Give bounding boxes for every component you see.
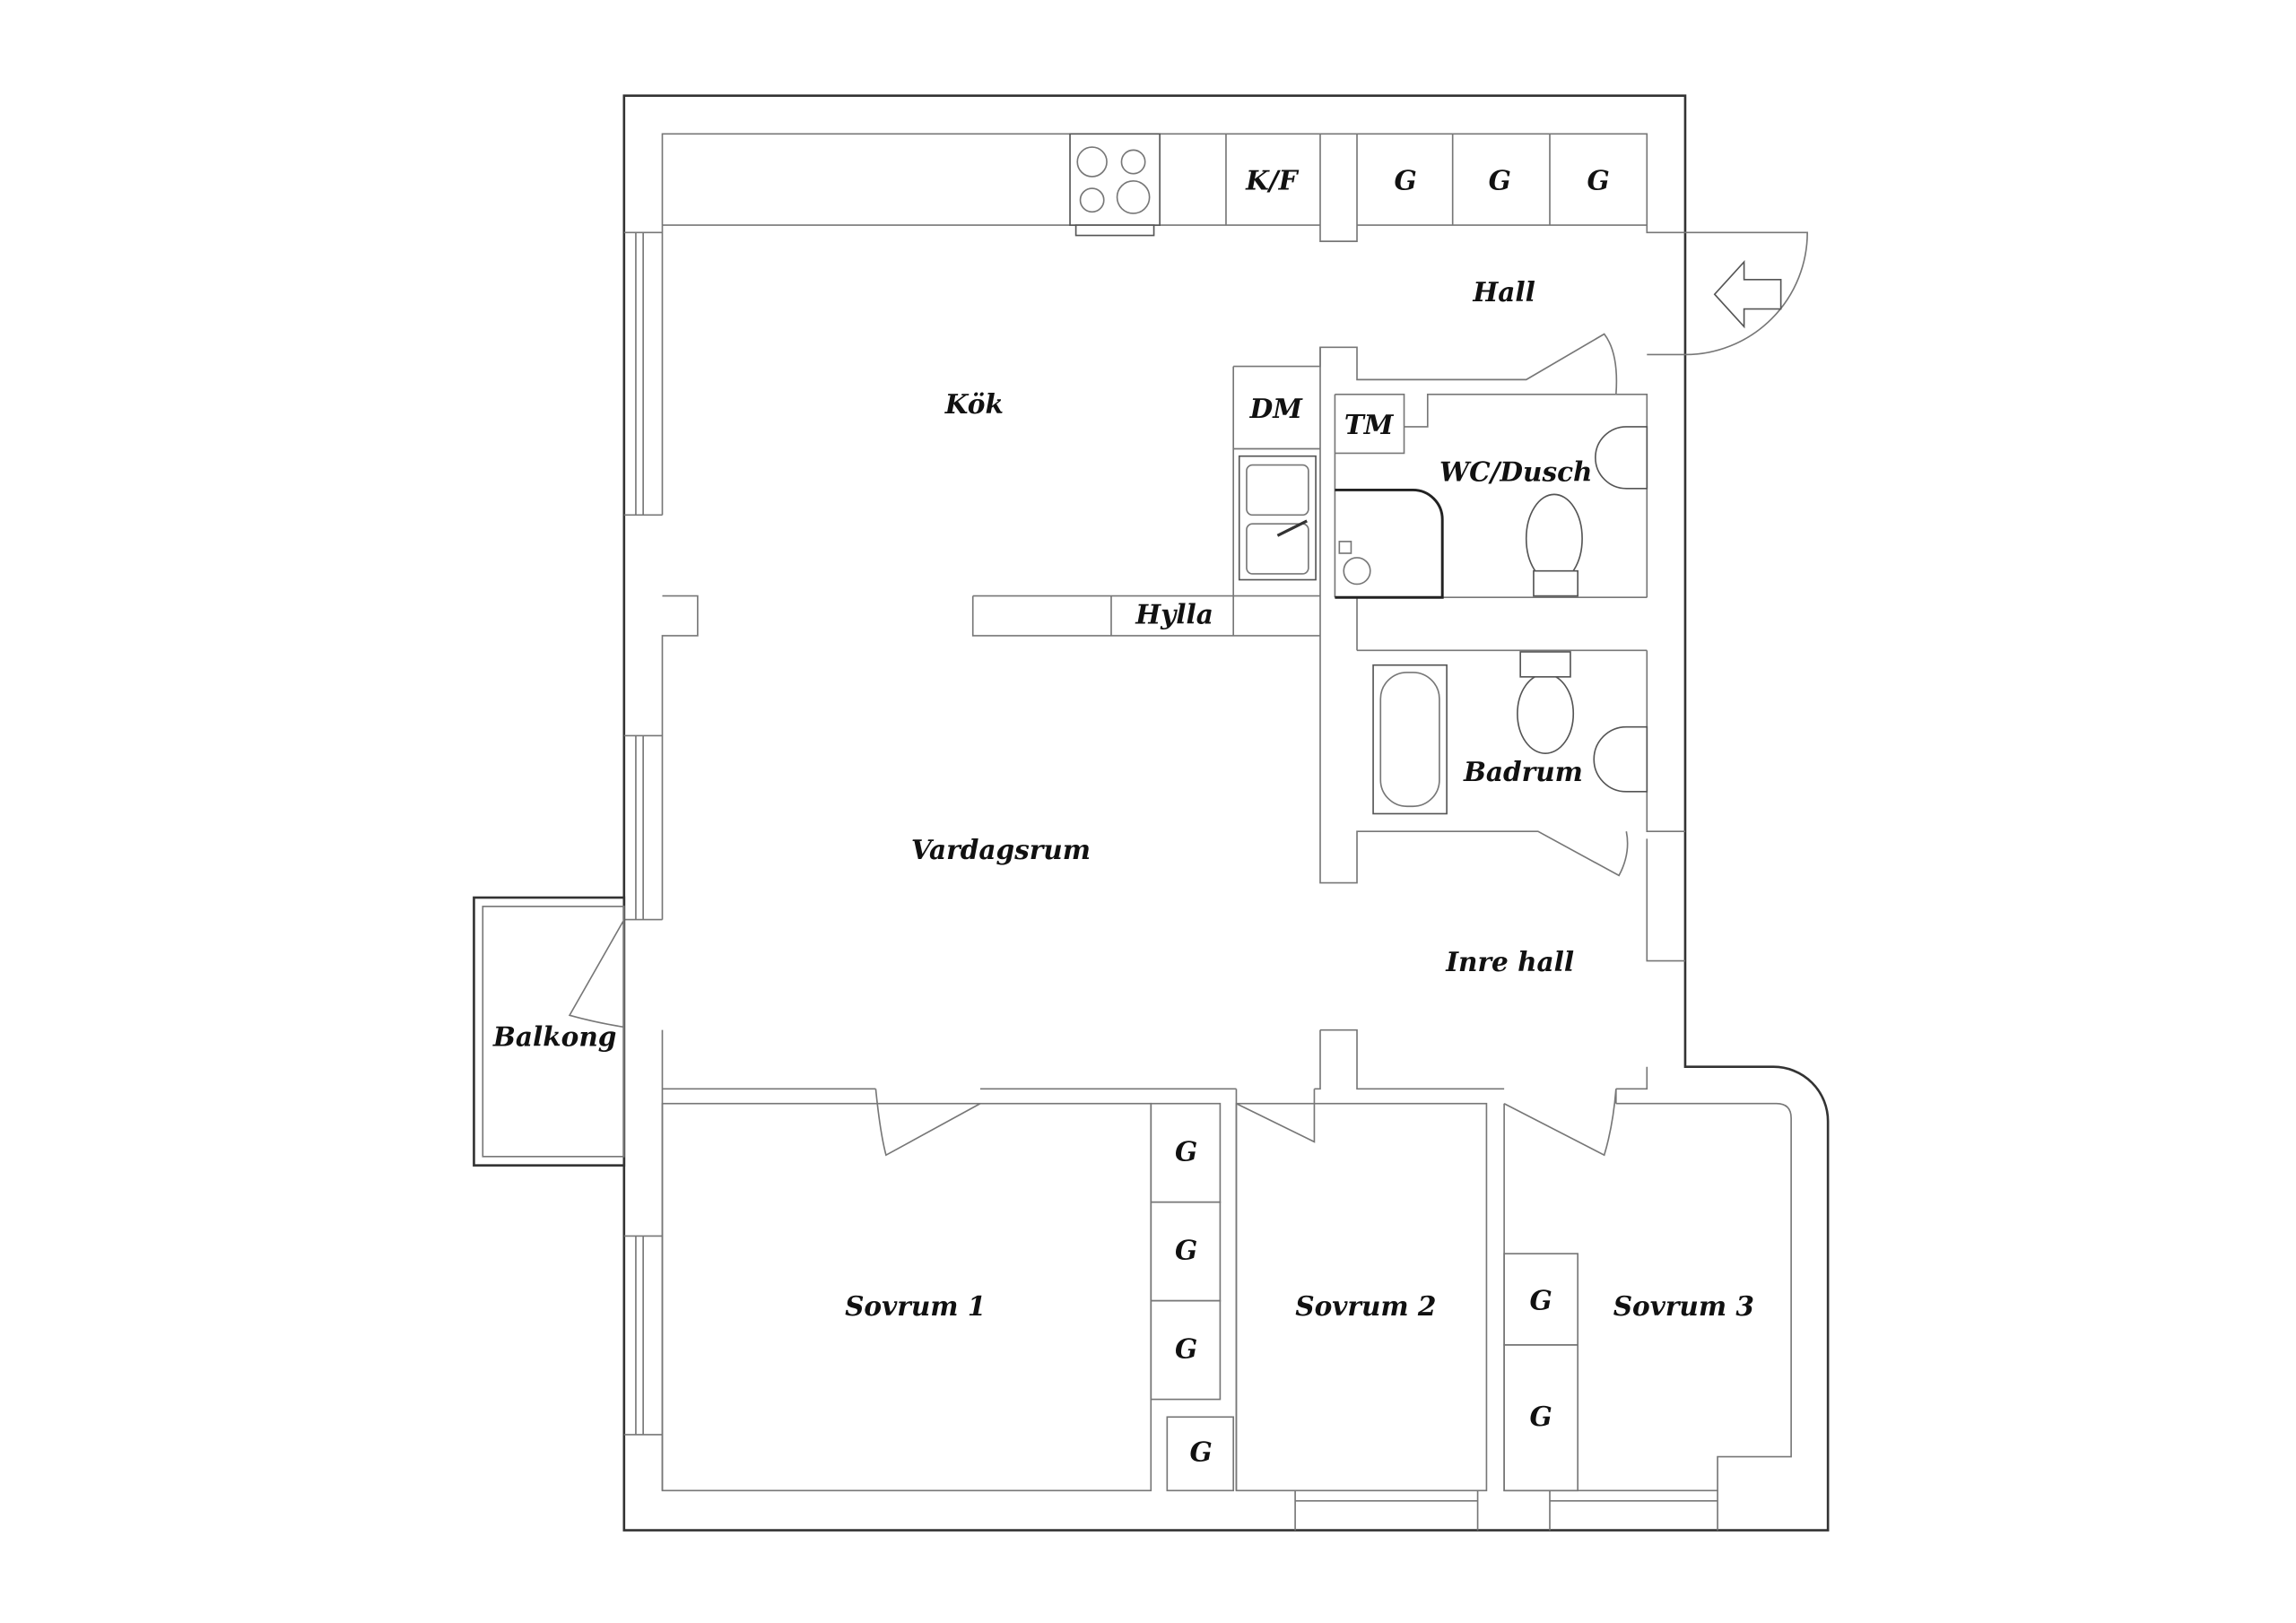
toilet-icon bbox=[1517, 673, 1575, 755]
room-label-sovrum1: Sovrum 1 bbox=[845, 1290, 986, 1322]
room-label-badrum: Badrum bbox=[1463, 756, 1583, 787]
entry-door bbox=[1684, 231, 1808, 356]
room-label-sovrum3: Sovrum 3 bbox=[1613, 1290, 1754, 1322]
room-label-kok: Kök bbox=[944, 388, 1004, 420]
bathtub-icon bbox=[1372, 664, 1448, 815]
wardrobe-label: G bbox=[1489, 164, 1511, 195]
outer-wall bbox=[622, 94, 1830, 1532]
balcony bbox=[473, 896, 626, 1167]
washbasin-icon bbox=[1593, 725, 1648, 793]
wardrobe-label: G bbox=[1175, 1136, 1197, 1167]
stove-icon bbox=[1069, 133, 1161, 226]
toilet-icon bbox=[1525, 493, 1583, 584]
room-label-hall: Hall bbox=[1472, 276, 1535, 308]
room-label-sovrum2: Sovrum 2 bbox=[1295, 1290, 1436, 1322]
fixture-label-kf: K/F bbox=[1245, 164, 1299, 195]
wardrobe-label: G bbox=[1175, 1332, 1197, 1364]
bathroom bbox=[1372, 651, 1648, 815]
wardrobe-label: G bbox=[1530, 1401, 1552, 1432]
fixture-label-dm: DM bbox=[1249, 393, 1304, 424]
room-label-vardagsrum: Vardagsrum bbox=[911, 834, 1091, 865]
wardrobe-label: G bbox=[1530, 1284, 1552, 1315]
washbasin-icon bbox=[1595, 426, 1648, 490]
wardrobe-label: G bbox=[1587, 164, 1610, 195]
wardrobe-label: G bbox=[1189, 1436, 1212, 1467]
inner-wall bbox=[661, 133, 1685, 1090]
bedrooms bbox=[661, 1089, 1792, 1531]
room-label-balkong: Balkong bbox=[492, 1021, 617, 1053]
fixture-label-tm: TM bbox=[1344, 409, 1395, 440]
wardrobe-label: G bbox=[1395, 164, 1417, 195]
fixture-label-hylla: Hylla bbox=[1135, 599, 1213, 630]
kitchen-counter bbox=[662, 133, 1648, 242]
windows-left bbox=[623, 225, 876, 1491]
room-label-wc: WC/Dusch bbox=[1439, 456, 1593, 487]
room-label-inre-hall: Inre hall bbox=[1445, 946, 1574, 977]
kitchen-sink-icon bbox=[1238, 455, 1317, 581]
entrance-arrow-icon bbox=[1713, 259, 1782, 329]
shower-icon bbox=[1335, 488, 1444, 599]
wc-shower-room bbox=[1334, 393, 1648, 599]
wardrobe-label: G bbox=[1175, 1234, 1197, 1265]
